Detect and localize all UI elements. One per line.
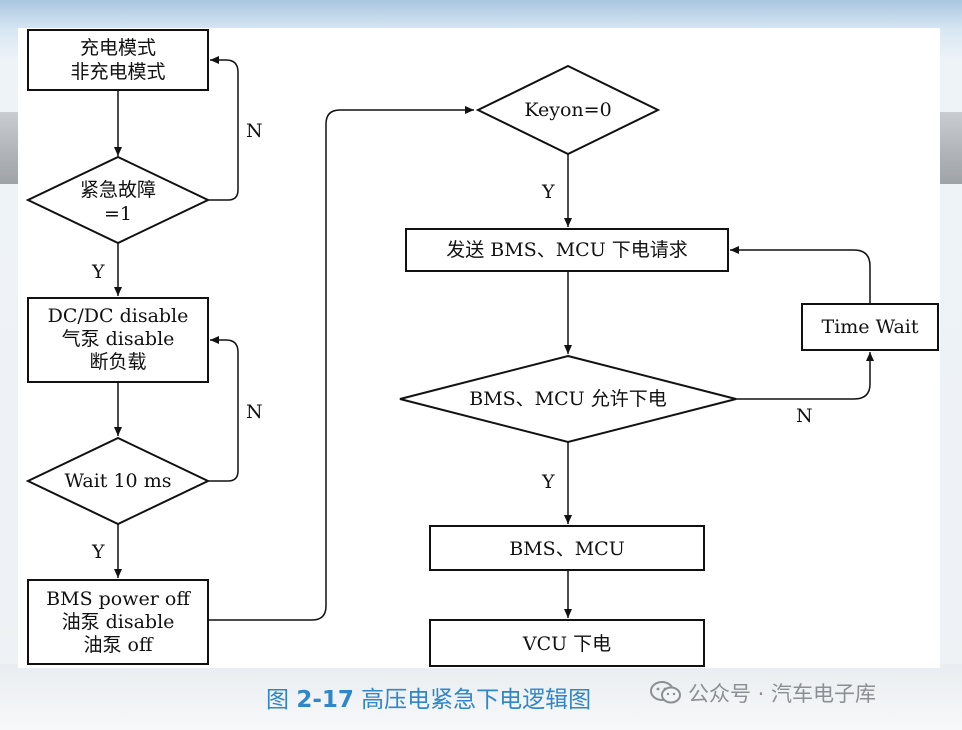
dcdc-disable-box [27, 297, 209, 383]
wechat-icon [650, 681, 681, 704]
edge-left-to-keyon [208, 106, 474, 621]
caption-title: 高压电紧急下电逻辑图 [353, 687, 592, 713]
caption-prefix: 图 [266, 687, 297, 713]
watermark: 公众号 · 汽车电子库 [650, 678, 876, 708]
send-request-box [405, 228, 729, 272]
time-wait-box [801, 303, 939, 351]
bms-power-off-box [27, 579, 209, 665]
dcdc-line-1: DC/DC disable [48, 305, 189, 327]
time-wait-label: Time Wait [822, 316, 919, 338]
label-y-keyon: Y [541, 181, 555, 203]
charge-mode-line-2: 非充电模式 [70, 61, 165, 83]
bms-power-off-line-1: BMS power off [46, 588, 191, 610]
label-y-allow: Y [541, 471, 555, 493]
figure-caption: 图 2-17 高压电紧急下电逻辑图 [266, 680, 591, 714]
watermark-text: 公众号 · 汽车电子库 [688, 682, 877, 706]
bms-power-off-line-3: 油泵 off [84, 634, 154, 656]
bms-mcu-label: BMS、MCU [509, 538, 624, 560]
bms-power-off-line-2: 油泵 disable [62, 611, 175, 633]
edge-wait-no-loop [208, 336, 239, 482]
charge-mode-line-1: 充电模式 [80, 37, 156, 59]
edge-allow-no [736, 352, 874, 400]
wait-10ms-label: Wait 10 ms [65, 470, 172, 492]
background-floor [0, 664, 962, 730]
emergency-fault-line-2: =1 [104, 203, 132, 225]
label-n-2: N [246, 401, 263, 423]
send-request-label: 发送 BMS、MCU 下电请求 [446, 239, 688, 261]
dcdc-line-2: 气泵 disable [62, 328, 175, 350]
charge-mode-box [27, 29, 209, 91]
emergency-fault-line-1: 紧急故障 [80, 179, 156, 201]
dcdc-line-3: 断负载 [89, 351, 146, 373]
edge-fault-no-loop [208, 56, 239, 201]
bms-mcu-box [429, 525, 705, 571]
background-band-right [938, 112, 962, 184]
label-n-allow: N [796, 405, 813, 427]
label-n-1: N [246, 120, 263, 142]
keyon-label: Keyon=0 [524, 99, 611, 121]
label-y-1: Y [91, 261, 105, 283]
label-y-2: Y [91, 541, 105, 563]
allow-power-down-label: BMS、MCU 允许下电 [469, 388, 666, 410]
caption-number: 2-17 [296, 687, 354, 713]
vcu-power-down-box [429, 619, 705, 667]
vcu-power-down-label: VCU 下电 [522, 633, 611, 655]
edge-timewait-to-request [730, 246, 871, 304]
